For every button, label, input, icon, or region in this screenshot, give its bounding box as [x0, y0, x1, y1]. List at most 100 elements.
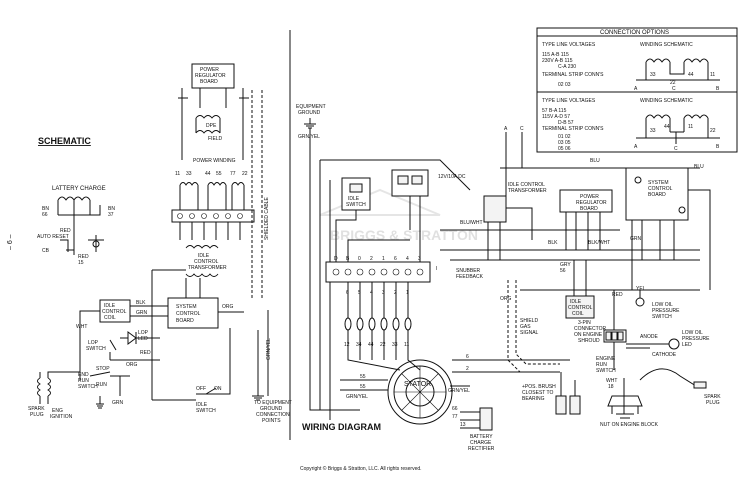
- gry-label: GRY: [560, 262, 571, 268]
- lops-yel-label: YEL: [636, 286, 646, 292]
- term-top-4: 1: [382, 256, 385, 262]
- scb-box: [167, 297, 219, 329]
- stop-label: STOP: [96, 366, 110, 372]
- pw-num-22: 22: [242, 171, 248, 177]
- icc-line3: COIL: [104, 315, 116, 321]
- pw-num-33: 33: [186, 171, 192, 177]
- c3p-line3: ON ENGINE: [574, 332, 603, 338]
- dpe-label: DPE: [206, 123, 217, 129]
- row1-winding-label: WINDING SCHEMATIC: [640, 42, 693, 48]
- end-run-grn-label: GRN: [112, 400, 124, 406]
- schematic-ignition: SPARK PLUG ENG IGNITION END RUN SWITCH S…: [28, 362, 138, 420]
- to-equipment-line4: POINTS: [262, 418, 281, 424]
- terminal-strip-screws: [332, 268, 424, 276]
- stator-lead-44: 44: [368, 342, 374, 348]
- blu-wht-label: BLU/WHT: [460, 220, 483, 226]
- stator-wire-77: 77: [452, 414, 458, 420]
- ers-wht-label: WHT: [606, 378, 617, 384]
- icc-blk-label: BLK: [136, 300, 146, 306]
- schematic-idle-switch: OFF ON IDLE SWITCH: [152, 380, 231, 414]
- eq-ground-line1: EQUIPMENT: [296, 104, 326, 110]
- c3p-line4: SHROUD: [578, 338, 600, 344]
- shield-gas-signal: SHIELD GAS SIGNAL: [520, 318, 539, 336]
- power-winding-label: POWER WINDING: [193, 158, 236, 164]
- stator: STATOR 6 2 55 55 66 77 13 GRN/YEL GRN/YE…: [340, 354, 570, 428]
- schematic-power-regulator: POWER REGULATOR BOARD DPE FIELD: [178, 63, 249, 160]
- page-number: – 6 –: [7, 234, 14, 250]
- grn-label: GRN: [630, 236, 642, 242]
- term-top-3: 2: [370, 256, 373, 262]
- lopl-line3: LED: [682, 342, 692, 348]
- lop-led-line2: LED: [138, 336, 148, 342]
- org-label-wiring: ORG: [500, 296, 512, 302]
- lop-led-line1: LOP: [138, 330, 149, 336]
- wprb-line1: POWER: [580, 194, 599, 200]
- row1-voltage-2: 230V A-B 115: [542, 58, 573, 64]
- scb-line3: BOARD: [176, 318, 194, 324]
- lop-switch-line1: LOP: [88, 340, 99, 346]
- eng-ignition-line1: ENG: [52, 408, 63, 414]
- wiring-idle-switch-line1: IDLE: [348, 196, 360, 202]
- ignition-assembly: NUT ON ENGINE BLOCK SPARK PLUG: [600, 368, 721, 428]
- eq-ground-line2: GROUND: [298, 110, 321, 116]
- stator-wire-2: 2: [466, 366, 469, 372]
- eng-ignition-line2: IGNITION: [50, 414, 73, 420]
- ict-line3: TRANSFORMER: [188, 265, 227, 271]
- pw-num-44: 44: [205, 171, 211, 177]
- bn-66-label: 66: [42, 212, 48, 218]
- bn-37-label: 37: [108, 212, 114, 218]
- row2-b: B: [716, 144, 720, 150]
- stator-wire-55b: 55: [360, 384, 366, 390]
- spark-plug-line2: PLUG: [30, 412, 44, 418]
- row1-voltage-3: C-A 230: [558, 64, 576, 70]
- battery-charge-rectifier: BATTERY CHARGE RECTIFIER: [460, 407, 495, 452]
- wicc-line3: COIL: [572, 311, 584, 317]
- idle-on-label: ON: [214, 386, 222, 392]
- icc-grn-label: GRN: [136, 310, 148, 316]
- red-label: RED: [60, 228, 71, 234]
- stator-lead-connectors: 12 34 44 22 33 11: [344, 317, 421, 371]
- wiring-idle-switch-line2: SWITCH: [346, 202, 366, 208]
- prb-line3: BOARD: [200, 79, 218, 85]
- gry-56-label: 56: [560, 268, 566, 274]
- blk-wht-label: BLK/WHT: [588, 240, 610, 246]
- snubber-line1: SNUBBER: [456, 268, 481, 274]
- row2-voltage-3: D-B 57: [558, 120, 574, 126]
- wicc-line1: IDLE: [570, 299, 582, 305]
- stator-wire-13: 13: [460, 422, 466, 428]
- wiring-system-control-board: SYSTEM CONTROL BOARD BLU: [500, 164, 711, 290]
- wict-line2: TRANSFORMER: [508, 188, 547, 194]
- prb-line2: REGULATOR: [195, 73, 226, 79]
- stator-label: STATOR: [404, 381, 431, 388]
- snubber-line2: FEEDBACK: [456, 274, 484, 280]
- term-top-2: 0: [358, 256, 361, 262]
- row2-c: C: [674, 146, 678, 152]
- wscb-line3: BOARD: [648, 192, 666, 198]
- end-run-switch-line1: END: [78, 372, 89, 378]
- idle-off-label: OFF: [196, 386, 206, 392]
- row1-w-44: 44: [688, 72, 694, 78]
- ict-line2: CONTROL: [194, 259, 219, 265]
- wiring-idle-control-transformer: IDLE CONTROL TRANSFORMER: [483, 182, 547, 260]
- row1-a: A: [634, 86, 638, 92]
- row2-terminal-1: 01 02: [558, 134, 571, 140]
- term-top-6: 4: [406, 256, 409, 262]
- scb-line2: CONTROL: [176, 311, 201, 317]
- field-label: FIELD: [208, 136, 223, 142]
- lop-wht-label: WHT: [76, 324, 87, 330]
- brush-note: +POS. BRUSH CLOSEST TO BEARING: [522, 372, 581, 415]
- brush-line2: CLOSEST TO: [522, 390, 554, 396]
- wiring-power-regulator-board: POWER REGULATOR BOARD: [559, 189, 613, 250]
- schematic-terminal-strip: [171, 209, 255, 240]
- stator-lead-22: 22: [380, 342, 386, 348]
- stator-grn-yel: GRN/YEL: [346, 394, 368, 400]
- lops-line2: PRESSURE: [652, 308, 680, 314]
- pw-num-77: 77: [230, 171, 236, 177]
- ground-wires: [319, 159, 471, 420]
- end-run-switch-line3: SWITCH: [78, 384, 98, 390]
- row2-terminal-label: TERMINAL STRIP CONN'S: [542, 126, 604, 132]
- bcr-line2: CHARGE: [470, 440, 492, 446]
- lopl-line2: PRESSURE: [682, 336, 710, 342]
- wprb-line2: REGULATOR: [576, 200, 607, 206]
